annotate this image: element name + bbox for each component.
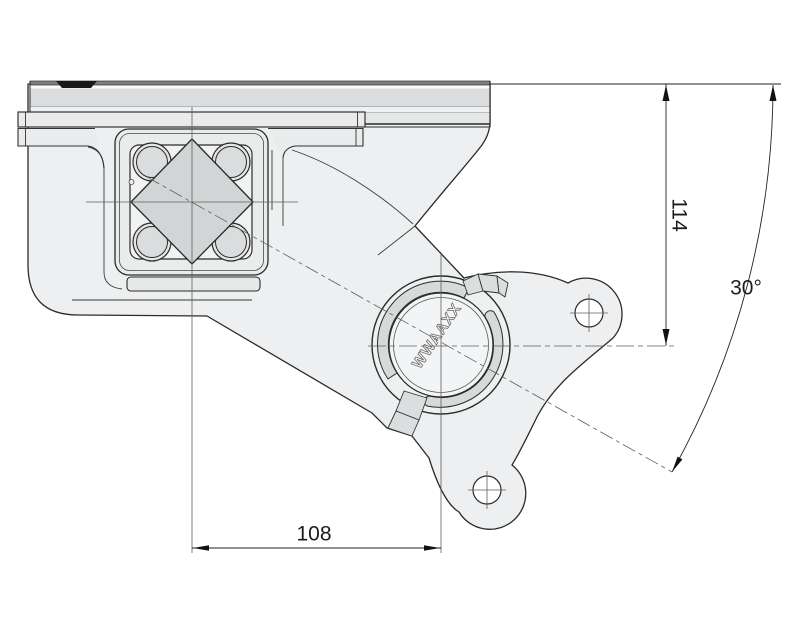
dimension-lines (192, 83, 781, 549)
dimension-114-label: 114 (668, 198, 691, 232)
arm-axis-centerline (146, 176, 673, 473)
bore-notch (128, 179, 135, 185)
dimension-arrows (193, 85, 777, 551)
arrow-arc-up (769, 85, 777, 101)
clamp-bar-lower-left (17, 127, 105, 169)
arrow-114-up (662, 85, 670, 101)
dimension-108-label: 108 (296, 523, 331, 546)
dimension-30deg-label: 30° (730, 277, 762, 300)
housing-contour-lines (72, 146, 416, 301)
arrow-114-down (662, 329, 670, 345)
centerlines (86, 107, 678, 553)
arrow-108-right (424, 545, 440, 551)
dimension-30deg-arc (671, 84, 774, 473)
clamp-bar-upper (17, 111, 366, 128)
frame-bottom-strip (126, 276, 261, 292)
arrow-108-left (193, 545, 209, 551)
plate-chamfer-mark (56, 81, 97, 88)
clamp-bar-lower-right (268, 127, 364, 159)
clamp-wedges (387, 273, 509, 437)
axle-mounting-plate (29, 80, 491, 128)
arrow-arc-down (672, 456, 683, 472)
